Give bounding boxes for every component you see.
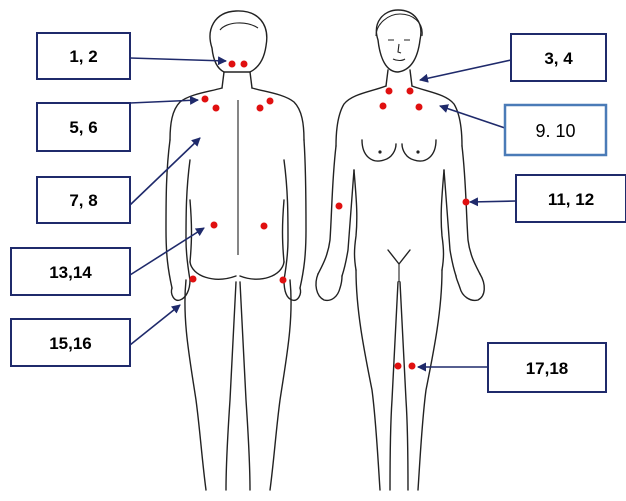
label-text: 15,16: [49, 334, 92, 353]
label-text: 13,14: [49, 263, 92, 282]
front-view-figure: [316, 10, 484, 490]
label-13-14: 13,14: [11, 248, 130, 295]
label-text: 3, 4: [544, 49, 573, 68]
point-5: [202, 96, 209, 103]
label-15-16: 15,16: [11, 319, 130, 366]
point-15: [190, 276, 197, 283]
arrow-5-6: [130, 100, 198, 103]
tender-points: [190, 61, 470, 370]
point-8: [257, 105, 264, 112]
back-view-figure: [166, 11, 306, 490]
point-18: [409, 363, 416, 370]
point-6: [267, 98, 274, 105]
arrow-1-2: [130, 58, 226, 61]
point-9: [380, 103, 387, 110]
point-12: [463, 199, 470, 206]
label-7-8: 7, 8: [37, 177, 130, 223]
label-text: 17,18: [526, 359, 569, 378]
point-2: [241, 61, 248, 68]
point-7: [213, 105, 220, 112]
point-14: [261, 223, 268, 230]
label-11-12: 11, 12: [516, 175, 626, 222]
arrow-7-8: [130, 138, 200, 205]
point-10: [416, 104, 423, 111]
arrow-15-16: [130, 305, 180, 345]
leader-arrows: [130, 58, 516, 367]
label-5-6: 5, 6: [37, 103, 130, 151]
point-16: [280, 277, 287, 284]
label-text: 11, 12: [548, 190, 594, 209]
label-text: 1, 2: [69, 47, 97, 66]
label-text: 7, 8: [69, 191, 97, 210]
point-3: [386, 88, 393, 95]
point-4: [407, 88, 414, 95]
arrow-3-4: [420, 60, 511, 80]
point-11: [336, 203, 343, 210]
arrow-11-12: [470, 201, 516, 202]
label-17-18: 17,18: [488, 343, 606, 392]
point-1: [229, 61, 236, 68]
label-9-10: 9. 10: [505, 105, 606, 155]
arrow-9-10: [440, 106, 505, 128]
label-1-2: 1, 2: [37, 33, 130, 79]
label-text: 9. 10: [535, 121, 575, 141]
label-text: 5, 6: [69, 118, 97, 137]
point-13: [211, 222, 218, 229]
point-17: [395, 363, 402, 370]
label-3-4: 3, 4: [511, 34, 606, 81]
